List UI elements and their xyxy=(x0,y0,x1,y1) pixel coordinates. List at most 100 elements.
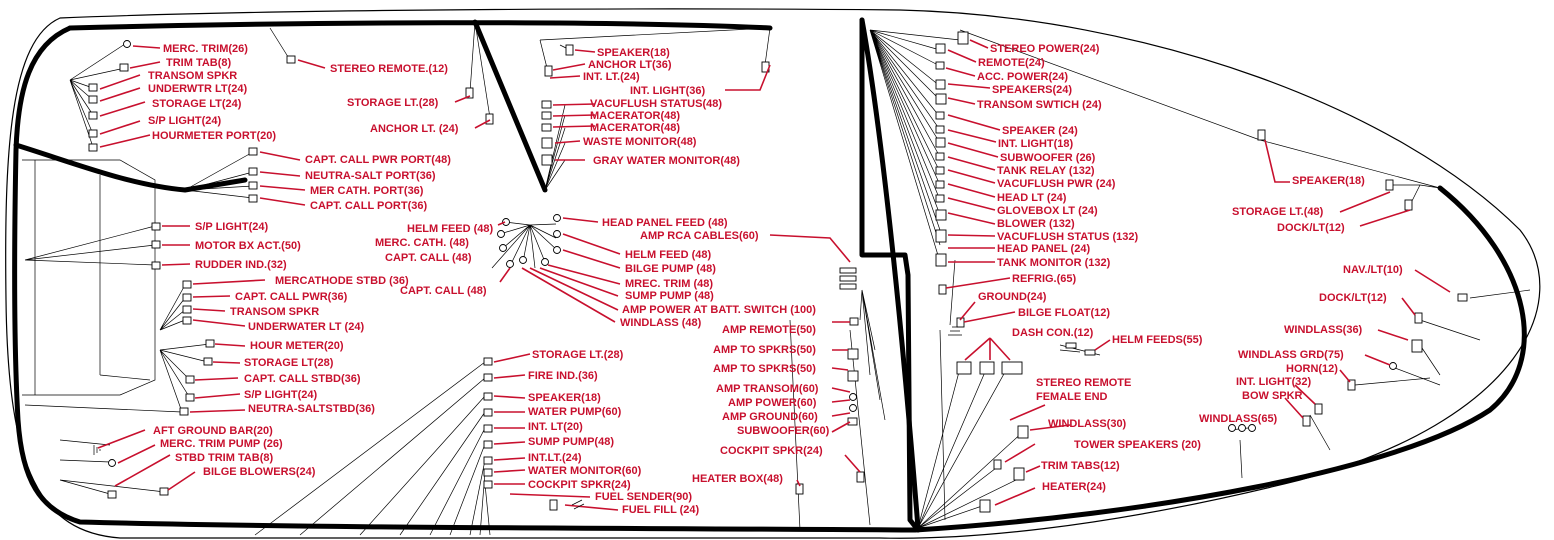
label-macerator-48-b: MACERATOR(48) xyxy=(590,122,680,134)
label-int-light-18: INT. LIGHT(18) xyxy=(998,138,1074,150)
label-underwtr-lt-24: UNDERWTR LT(24) xyxy=(148,83,248,95)
label-speakers-24: SPEAKERS(24) xyxy=(992,84,1072,96)
label-int-lt-24-b: INT.LT.(24) xyxy=(528,452,582,464)
connectors xyxy=(88,31,1468,513)
label-acc-power-24: ACC. POWER(24) xyxy=(977,71,1068,83)
label-storage-lt-48: STORAGE LT.(48) xyxy=(1232,206,1324,218)
label-amp-to-spkrs-50-a: AMP TO SPKRS(50) xyxy=(713,344,816,356)
label-bilge-blowers-24: BILGE BLOWERS(24) xyxy=(203,466,316,478)
label-transom-spkr-2: TRANSOM SPKR xyxy=(230,306,319,318)
label-vacuflush-status-132: VACUFLUSH STATUS (132) xyxy=(997,231,1139,243)
label-sump-pump-48-b: SUMP PUMP(48) xyxy=(528,436,614,448)
hull-inner-left xyxy=(12,25,918,533)
label-windlass-36: WINDLASS(36) xyxy=(1284,324,1363,336)
label-gray-water-monitor-48: GRAY WATER MONITOR(48) xyxy=(593,155,740,167)
label-speaker-18-b: SPEAKER(18) xyxy=(528,392,601,404)
label-sp-light-24-b: S/P LIGHT(24) xyxy=(195,221,268,233)
label-cockpit-spkr-24-a: COCKPIT SPKR(24) xyxy=(528,479,631,491)
label-fuel-sender-90: FUEL SENDER(90) xyxy=(595,491,692,503)
label-refrig-65: REFRIG.(65) xyxy=(1012,273,1077,285)
label-dock-lt-12-b: DOCK/LT(12) xyxy=(1319,292,1387,304)
label-hour-meter-20: HOUR METER(20) xyxy=(250,340,344,352)
helm-trunk-line xyxy=(859,17,921,531)
label-vacuflush-pwr-24: VACUFLUSH PWR (24) xyxy=(997,178,1116,190)
label-bow-spkr: BOW SPKR xyxy=(1242,390,1303,402)
label-subwoofer-26: SUBWOOFER (26) xyxy=(1000,152,1096,164)
label-amp-remote-50: AMP REMOTE(50) xyxy=(722,324,816,336)
label-int-lt-24-a: INT. LT.(24) xyxy=(583,71,640,83)
label-stbd-trim-tab-8: STBD TRIM TAB(8) xyxy=(175,452,274,464)
label-motor-bx-act-50: MOTOR BX ACT.(50) xyxy=(195,240,301,252)
label-windlass-grd-75: WINDLASS GRD(75) xyxy=(1238,349,1344,361)
label-storage-lt-24: STORAGE LT(24) xyxy=(152,98,242,110)
ground-symbols xyxy=(93,326,962,510)
label-amp-transom-60: AMP TRANSOM(60) xyxy=(716,383,819,395)
label-head-lt-24: HEAD LT (24) xyxy=(997,192,1067,204)
label-merc-trim-26: MERC. TRIM(26) xyxy=(163,43,248,55)
label-sump-pump-48-a: SUMP PUMP (48) xyxy=(625,290,714,302)
label-storage-lt-28-c: STORAGE LT.(28) xyxy=(532,349,624,361)
label-transom-swtich-24: TRANSOM SWTICH (24) xyxy=(977,99,1102,111)
label-tank-monitor-132: TANK MONITOR (132) xyxy=(997,257,1111,269)
label-speaker-24: SPEAKER (24) xyxy=(1002,125,1078,137)
label-sp-light-24: S/P LIGHT(24) xyxy=(148,115,221,127)
label-mrec-trim-48: MREC. TRIM (48) xyxy=(625,278,713,290)
label-dash-con-12: DASH CON.(12) xyxy=(1012,327,1094,339)
label-stereo-remote: STEREO REMOTE xyxy=(1036,377,1131,389)
label-tank-relay-132: TANK RELAY (132) xyxy=(997,165,1095,177)
label-int-light-36: INT. LIGHT(36) xyxy=(630,85,706,97)
label-mer-cath-port-36: MER CATH. PORT(36) xyxy=(310,185,424,197)
label-head-panel-feed-48: HEAD PANEL FEED (48) xyxy=(602,217,728,229)
label-helm-feeds-55: HELM FEEDS(55) xyxy=(1112,334,1203,346)
label-blower-132: BLOWER (132) xyxy=(997,218,1075,230)
label-glovebox-lt-24: GLOVEBOX LT (24) xyxy=(997,205,1098,217)
label-tower-speakers-20: TOWER SPEAKERS (20) xyxy=(1074,439,1201,451)
label-fuel-fill-24: FUEL FILL (24) xyxy=(622,504,700,516)
label-aft-ground-bar-20: AFT GROUND BAR(20) xyxy=(153,425,273,437)
label-capt-call-48-a: CAPT. CALL (48) xyxy=(385,252,472,264)
label-amp-power-batt-switch-100: AMP POWER AT BATT. SWITCH (100) xyxy=(622,304,816,316)
label-anchor-lt-36: ANCHOR LT(36) xyxy=(588,59,672,71)
label-capt-call-48-b: CAPT. CALL (48) xyxy=(400,285,487,297)
label-merc-cath-48: MERC. CATH. (48) xyxy=(375,237,469,249)
engine-box xyxy=(22,159,156,396)
label-ground-24: GROUND(24) xyxy=(978,291,1047,303)
label-vacuflush-status-48: VACUFLUSH STATUS(48) xyxy=(590,98,722,110)
label-water-monitor-60: WATER MONITOR(60) xyxy=(528,465,642,477)
label-rudder-ind-32: RUDDER IND.(32) xyxy=(195,259,287,271)
label-mercathode-stbd-36: MERCATHODE STBD (36) xyxy=(275,275,409,287)
main-trunk-line xyxy=(472,19,548,193)
label-remote-24: REMOTE(24) xyxy=(978,57,1045,69)
label-bilge-pump-48: BILGE PUMP (48) xyxy=(625,263,716,275)
label-head-panel-24: HEAD PANEL (24) xyxy=(997,243,1090,255)
label-storage-lt-28: STORAGE LT.(28) xyxy=(347,97,439,109)
label-capt-call-port-36: CAPT. CALL PORT(36) xyxy=(310,200,427,212)
label-stereo-remote-12: STEREO REMOTE.(12) xyxy=(330,63,448,75)
label-helm-feed-48-a: HELM FEED (48) xyxy=(407,223,494,235)
label-capt-call-pwr-36: CAPT. CALL PWR(36) xyxy=(235,291,348,303)
label-capt-call-pwr-port-48: CAPT. CALL PWR PORT(48) xyxy=(305,154,451,166)
label-amp-power-60: AMP POWER(60) xyxy=(728,397,817,409)
helm-console-outline xyxy=(859,17,921,533)
label-cockpit-spkr-24-b: COCKPIT SPKR(24) xyxy=(720,445,823,457)
label-int-light-32: INT. LIGHT(32) xyxy=(1236,376,1312,388)
label-nav-lt-10: NAV./LT(10) xyxy=(1343,264,1403,276)
pointer-arrows xyxy=(97,39,1451,511)
label-fire-ind-36: FIRE IND.(36) xyxy=(528,370,598,382)
label-stereo-power-24: STEREO POWER(24) xyxy=(990,43,1100,55)
labels: MERC. TRIM(26) TRIM TAB(8) TRANSOM SPKR … xyxy=(148,43,1403,516)
label-water-pump-60: WATER PUMP(60) xyxy=(528,406,622,418)
label-windlass-48: WINDLASS (48) xyxy=(620,317,702,329)
label-merc-trim-pump-26: MERC. TRIM PUMP (26) xyxy=(160,438,283,450)
harness-wires xyxy=(24,21,1531,536)
label-underwater-lt-24: UNDERWATER LT (24) xyxy=(248,321,364,333)
label-waste-monitor-48: WASTE MONITOR(48) xyxy=(583,136,697,148)
label-neutra-saltstbd-36: NEUTRA-SALTSTBD(36) xyxy=(248,403,375,415)
label-subwoofer-60: SUBWOOFER(60) xyxy=(737,425,830,437)
label-macerator-48-a: MACERATOR(48) xyxy=(590,110,680,122)
label-int-lt-20: INT. LT(20) xyxy=(528,421,583,433)
label-sp-light-24-c: S/P LIGHT(24) xyxy=(244,389,317,401)
hull-outline xyxy=(5,8,1541,539)
label-bilge-float-12: BILGE FLOAT(12) xyxy=(1018,307,1110,319)
